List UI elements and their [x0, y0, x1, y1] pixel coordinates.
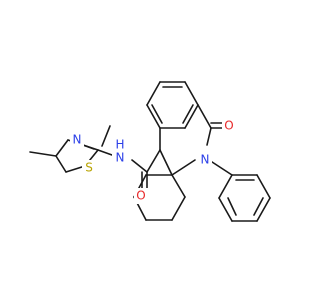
lactam-ring	[159, 104, 212, 176]
hydrogen-atom-amide: H	[115, 138, 124, 152]
molecule-structure: O N O H N N S	[29, 81, 271, 222]
nitrogen-atom-amide: N	[116, 151, 125, 165]
benzene-ring-fused	[146, 81, 199, 129]
oxygen-atom-ring: O	[224, 119, 233, 133]
atom-labels: O N O H N N S	[70, 118, 236, 204]
sulfur-atom-thiazole: S	[85, 161, 93, 175]
amide-group	[97, 149, 161, 193]
n-phenyl-ring	[208, 159, 271, 222]
molecule-canvas: O N O H N N S	[29, 81, 271, 222]
nitrogen-atom-ring: N	[201, 153, 210, 167]
oxygen-atom-amide: O	[136, 189, 145, 203]
ring-carbonyl	[210, 122, 224, 129]
nitrogen-atom-thiazole: N	[73, 133, 82, 147]
